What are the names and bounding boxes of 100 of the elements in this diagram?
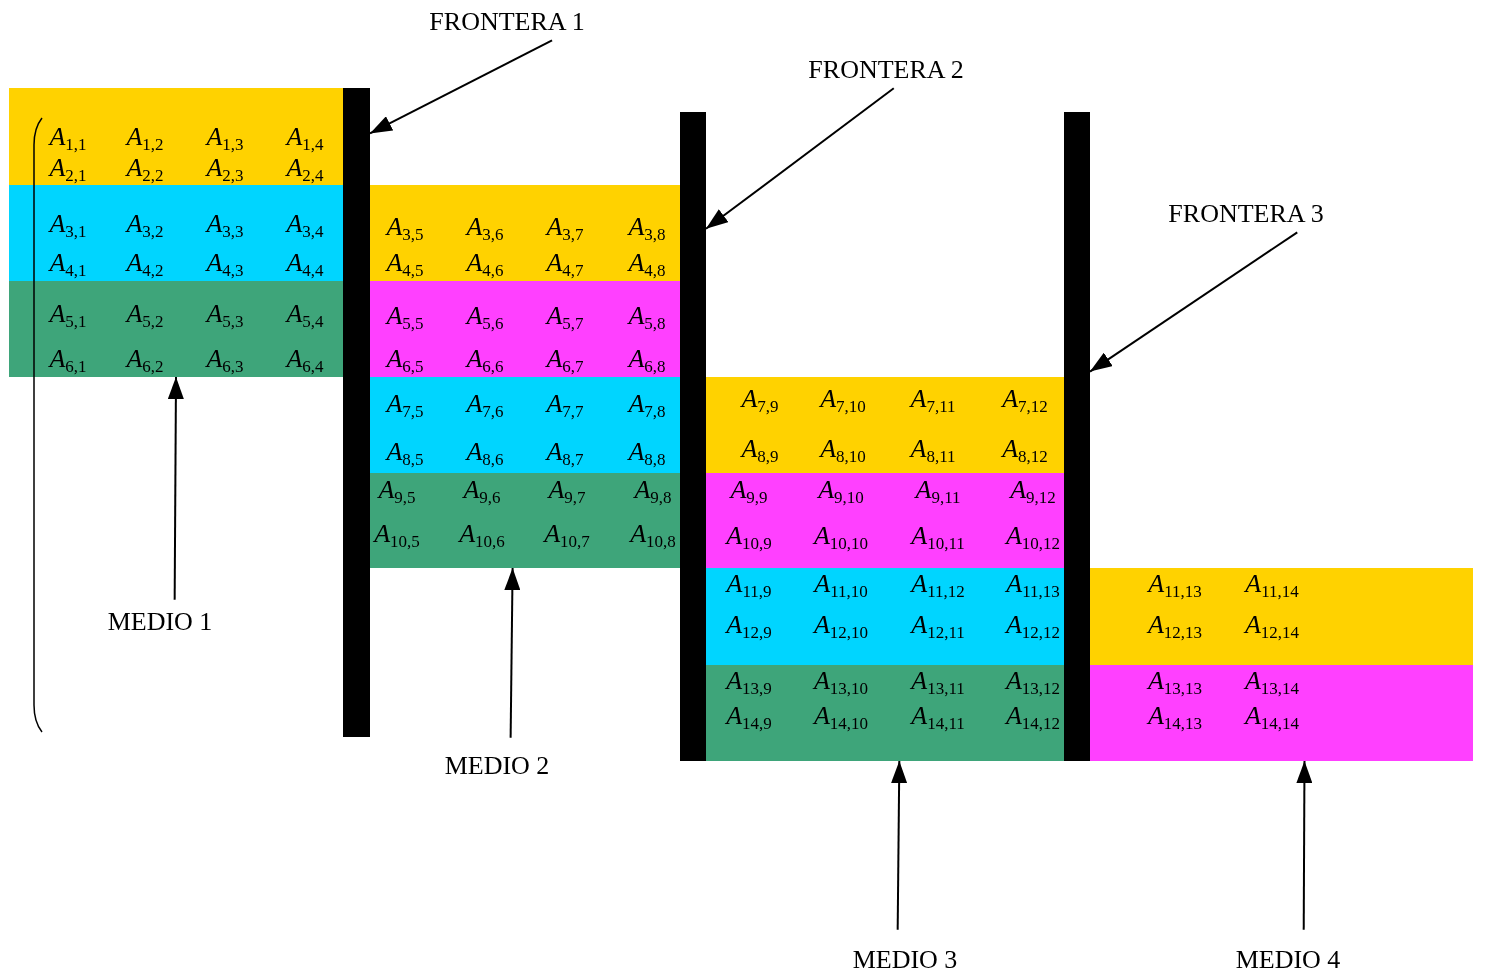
matrix-entry: A$_{9,10}$ [818,476,864,506]
matrix-entry: A$_{4,4}$ [286,249,324,279]
matrix-entry: A$_{4,7}$ [546,249,584,279]
matrix-entry: A$_{10,10}$ [813,522,869,552]
matrix-entry: A$_{6,7}$ [546,345,584,375]
matrix-entry: A$_{3,3}$ [206,210,244,240]
matrix-entry: A$_{1,1}$ [49,123,87,153]
matrix-entry: A$_{6,2}$ [126,345,164,375]
matrix-entry: A$_{3,1}$ [49,210,87,240]
matrix-entry: A$_{7,5}$ [386,390,424,420]
matrix-entry: A$_{10,8}$ [630,520,676,550]
matrix-entry: A$_{8,8}$ [628,438,666,468]
matrix-entry: A$_{8,7}$ [546,438,584,468]
matrix-entry: A$_{7,6}$ [466,390,504,420]
matrix-entry: A$_{10,12}$ [1005,522,1061,552]
matrix-entry: A$_{1,2}$ [126,123,164,153]
matrix-entry: A$_{11,13}$ [1006,570,1060,600]
color-band [9,88,343,185]
matrix-entry: A$_{6,4}$ [286,345,324,375]
matrix-entry: A$_{9,5}$ [378,476,416,506]
matrix-entry: A$_{13,11}$ [911,667,965,697]
matrix-entry: A$_{9,9}$ [730,476,768,506]
matrix-entry: A$_{6,5}$ [386,345,424,375]
matrix-entry: A$_{5,2}$ [126,300,164,330]
matrix-entry: A$_{5,1}$ [49,300,87,330]
matrix-entry: A$_{6,1}$ [49,345,87,375]
arrow [1089,231,1299,373]
matrix-entry: A$_{2,1}$ [49,154,87,184]
matrix-entry: A$_{7,10}$ [820,385,866,415]
matrix-entry: A$_{14,14}$ [1244,702,1300,732]
boundary-bar [680,112,706,761]
medium-label: MEDIO 3 [852,945,958,975]
matrix-entry: A$_{3,4}$ [286,210,324,240]
matrix-entry: A$_{4,6}$ [466,249,504,279]
matrix-entry: A$_{13,13}$ [1147,667,1203,697]
matrix-entry: A$_{4,8}$ [628,249,666,279]
matrix-entry: A$_{3,2}$ [126,210,164,240]
color-band [9,281,343,377]
matrix-entry: A$_{13,12}$ [1005,667,1061,697]
color-band [9,185,343,281]
matrix-entry: A$_{14,9}$ [726,702,772,732]
matrix-entry: A$_{11,10}$ [814,570,868,600]
matrix-entry: A$_{8,12}$ [1002,435,1048,465]
matrix-entry: A$_{8,10}$ [820,435,866,465]
medium-label: MEDIO 4 [1235,945,1341,975]
matrix-entry: A$_{3,5}$ [386,213,424,243]
matrix-entry: A$_{4,5}$ [386,249,424,279]
boundary-label: FRONTERA 2 [808,55,964,85]
matrix-entry: A$_{9,11}$ [915,476,961,506]
matrix-entry: A$_{4,1}$ [49,249,87,279]
matrix-entry: A$_{10,6}$ [459,520,505,550]
matrix-entry: A$_{14,13}$ [1147,702,1203,732]
arrow [705,87,895,230]
matrix-entry: A$_{14,12}$ [1005,702,1061,732]
matrix-entry: A$_{1,3}$ [206,123,244,153]
matrix-entry: A$_{3,8}$ [628,213,666,243]
matrix-entry: A$_{4,3}$ [206,249,244,279]
matrix-entry: A$_{7,12}$ [1002,385,1048,415]
matrix-entry: A$_{6,6}$ [466,345,504,375]
matrix-entry: A$_{12,14}$ [1244,611,1300,641]
color-band [706,473,1064,568]
arrow [167,376,184,601]
matrix-entry: A$_{14,10}$ [813,702,869,732]
matrix-entry: A$_{10,5}$ [374,520,420,550]
matrix-entry: A$_{5,3}$ [206,300,244,330]
matrix-entry: A$_{6,3}$ [206,345,244,375]
matrix-entry: A$_{7,8}$ [628,390,666,420]
matrix-entry: A$_{10,9}$ [726,522,772,552]
matrix-entry: A$_{9,6}$ [463,476,501,506]
matrix-entry: A$_{7,11}$ [910,385,956,415]
matrix-entry: A$_{8,11}$ [910,435,956,465]
matrix-entry: A$_{6,8}$ [628,345,666,375]
matrix-entry: A$_{9,12}$ [1010,476,1056,506]
matrix-entry: A$_{12,11}$ [911,611,965,641]
color-band [370,281,680,377]
boundary-label: FRONTERA 1 [429,7,585,37]
color-band [706,665,1064,761]
color-band [706,568,1064,665]
matrix-entry: A$_{3,6}$ [466,213,504,243]
matrix-entry: A$_{11,12}$ [911,570,965,600]
matrix-entry: A$_{11,9}$ [726,570,772,600]
matrix-entry: A$_{7,9}$ [741,385,779,415]
matrix-entry: A$_{12,12}$ [1005,611,1061,641]
matrix-entry: A$_{11,14}$ [1245,570,1299,600]
matrix-entry: A$_{8,6}$ [466,438,504,468]
boundary-bar [1064,112,1090,761]
medium-label: MEDIO 2 [444,751,550,781]
matrix-entry: A$_{2,4}$ [286,154,324,184]
color-band [1090,665,1473,761]
matrix-entry: A$_{8,9}$ [741,435,779,465]
matrix-entry: A$_{13,10}$ [813,667,869,697]
matrix-entry: A$_{5,7}$ [546,302,584,332]
matrix-entry: A$_{5,4}$ [286,300,324,330]
matrix-entry: A$_{9,8}$ [634,476,672,506]
matrix-entry: A$_{5,6}$ [466,302,504,332]
color-band [1090,568,1473,665]
matrix-entry: A$_{5,8}$ [628,302,666,332]
matrix-entry: A$_{12,13}$ [1147,611,1203,641]
matrix-entry: A$_{4,2}$ [126,249,164,279]
matrix-entry: A$_{5,5}$ [386,302,424,332]
